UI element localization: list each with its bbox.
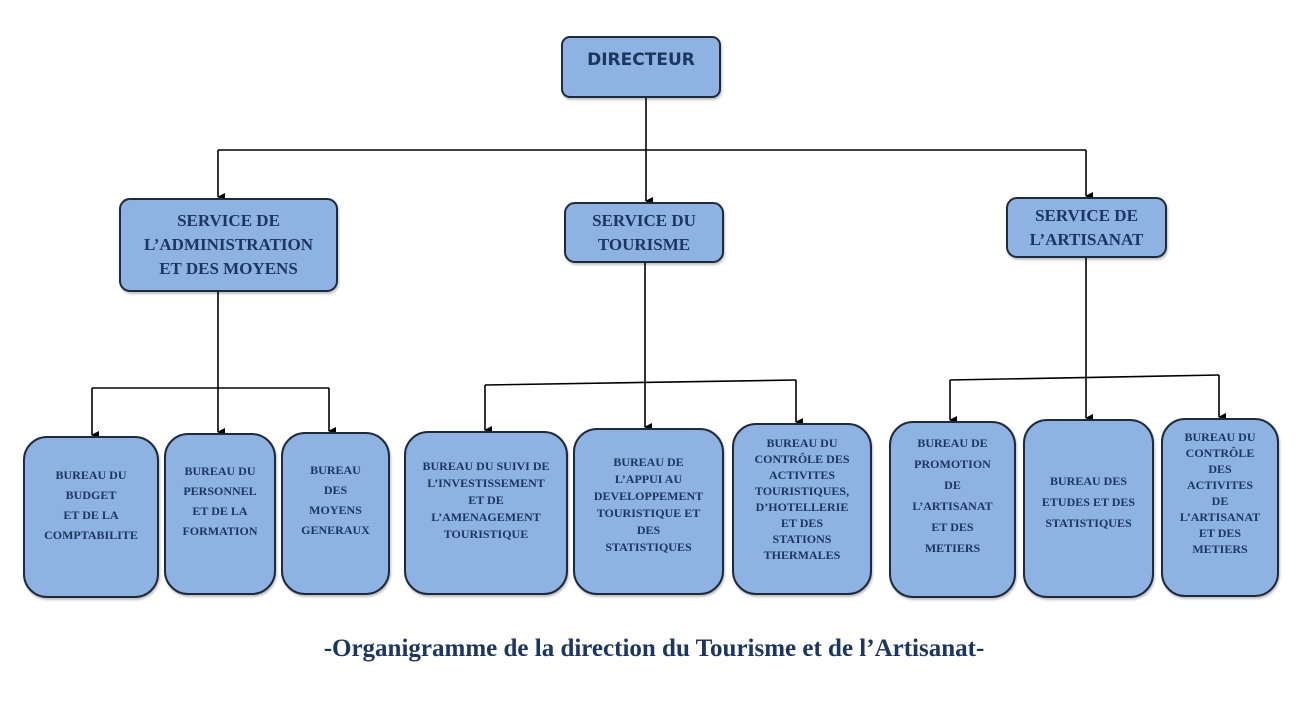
node-bureau-etudes-statistiques: BUREAU DES ETUDES ET DES STATISTIQUES	[1023, 419, 1154, 598]
node-label-line: BUREAU	[310, 463, 361, 477]
node-label-line: BUREAU DES	[1049, 474, 1127, 488]
node-label-line: DES	[636, 523, 661, 537]
node-bureau-controle-activites-artisanat: BUREAU DU CONTRÔLE DES ACTIVITES DE L’ARTISAN…	[1161, 418, 1279, 597]
node-label-line: ET DE LA	[63, 508, 119, 522]
node-label-line: SERVICE DE	[177, 211, 280, 230]
node-label-line: METIERS	[924, 541, 981, 555]
node-label-line: CONTRÔLE	[1185, 446, 1255, 460]
node-label-line: SERVICE DE	[1035, 205, 1138, 225]
node-label-line: BUREAU DU	[55, 468, 127, 482]
node-label-line: DES	[1208, 462, 1232, 476]
node-label: DIRECTEUR	[587, 50, 695, 70]
node-label-line: MOYENS	[309, 503, 362, 517]
node-label-line: ET DES MOYENS	[159, 259, 298, 278]
node-label-line: STATISTIQUES	[1045, 516, 1132, 530]
node-label-line: L’ARTISANAT	[1029, 229, 1144, 249]
node-label-line: BUREAU DU SUIVI DE	[422, 459, 550, 473]
node-service-administration: SERVICE DE L’ADMINISTRATION ET DES MOYENS	[119, 198, 338, 292]
node-label-line: L’INVESTISSEMENT	[427, 476, 545, 490]
node-bureau-suivi-investissement: BUREAU DU SUIVI DE L’INVESTISSEMENT ET DE L…	[404, 431, 568, 595]
node-label-line: ET DE	[468, 493, 504, 507]
node-label-line: DE	[1211, 494, 1229, 508]
node-label-line: STATIONS	[772, 532, 832, 546]
node-label-line: L’AMENAGEMENT	[431, 510, 541, 524]
node-label-line: ET DES	[780, 516, 824, 530]
connector-artisanat-bureaus	[949, 258, 1226, 424]
node-label-line: THERMALES	[763, 548, 841, 562]
node-label-line: L’ARTISANAT	[912, 499, 993, 513]
node-bureau-moyens-generaux: BUREAU DES MOYENS GENERAUX	[281, 432, 390, 595]
node-bureau-personnel-formation: BUREAU DU PERSONNEL ET DE LA FORMATION	[164, 433, 276, 595]
node-label-line: FORMATION	[182, 524, 258, 538]
node-label-line: L’ARTISANAT	[1179, 510, 1261, 524]
node-label-line: TOURISTIQUE ET	[596, 506, 701, 520]
node-label-line: ACTIVITES	[768, 468, 836, 482]
node-label-line: PROMOTION	[914, 457, 991, 471]
node-label-line: DES	[323, 483, 348, 497]
node-bureau-appui-developpement: BUREAU DE L’APPUI AU DEVELOPPEMENT TOURISTI…	[573, 428, 724, 595]
node-label-line: ET DES	[1198, 526, 1242, 540]
node-label-line: PERSONNEL	[183, 484, 257, 498]
node-bureau-promotion-artisanat: BUREAU DE PROMOTION DE L’ARTISANAT ET DES MET…	[889, 421, 1016, 598]
node-label-line: BUREAU DE	[917, 436, 988, 450]
node-service-tourisme: SERVICE DU TOURISME	[564, 202, 724, 263]
node-label-line: CONTRÔLE DES	[754, 452, 850, 466]
node-label-line: DE	[944, 478, 961, 492]
node-label-line: BUREAU DE	[613, 455, 684, 469]
node-label-line: ETUDES ET DES	[1041, 495, 1136, 509]
node-label-line: BUREAU DU	[1184, 430, 1256, 444]
node-label-line: ET DES	[931, 520, 974, 534]
node-label-line: METIERS	[1192, 542, 1248, 556]
node-label-line: TOURISME	[597, 234, 691, 254]
node-label-line: COMPTABILITE	[44, 528, 138, 542]
node-label-line: ACTIVITES	[1186, 478, 1254, 492]
diagram-caption: -Organigramme de la direction du Tourism…	[323, 635, 985, 662]
node-label-line: L’APPUI AU	[614, 472, 683, 486]
connector-tourisme-bureaus	[484, 263, 803, 434]
node-label-line: BUREAU DU	[766, 436, 838, 450]
connector-admin-bureaus	[91, 292, 336, 439]
node-directeur: DIRECTEUR	[561, 36, 721, 98]
node-label-line: L’ADMINISTRATION	[143, 235, 314, 254]
connector-director-services	[217, 98, 1093, 205]
node-label-line: DEVELOPPEMENT	[593, 489, 704, 503]
node-label-line: D’HOTELLERIE	[755, 500, 849, 514]
node-label-line: ET DE LA	[192, 504, 248, 518]
node-bureau-controle-activites-touristiques: BUREAU DU CONTRÔLE DES ACTIVITES TOURISTIQU…	[732, 423, 872, 595]
node-label-line: GENERAUX	[301, 523, 370, 537]
node-service-artisanat: SERVICE DE L’ARTISANAT	[1006, 197, 1167, 258]
node-bureau-budget-comptabilite: BUREAU DU BUDGET ET DE LA COMPTABILITE	[23, 436, 159, 598]
node-label-line: STATISTIQUES	[605, 540, 692, 554]
node-label-line: TOURISTIQUE	[443, 527, 529, 541]
node-label-line: SERVICE DU	[592, 210, 696, 230]
node-label-line: BUDGET	[65, 488, 117, 502]
node-label-line: BUREAU DU	[184, 464, 256, 478]
node-label-line: TOURISTIQUES,	[754, 484, 850, 498]
